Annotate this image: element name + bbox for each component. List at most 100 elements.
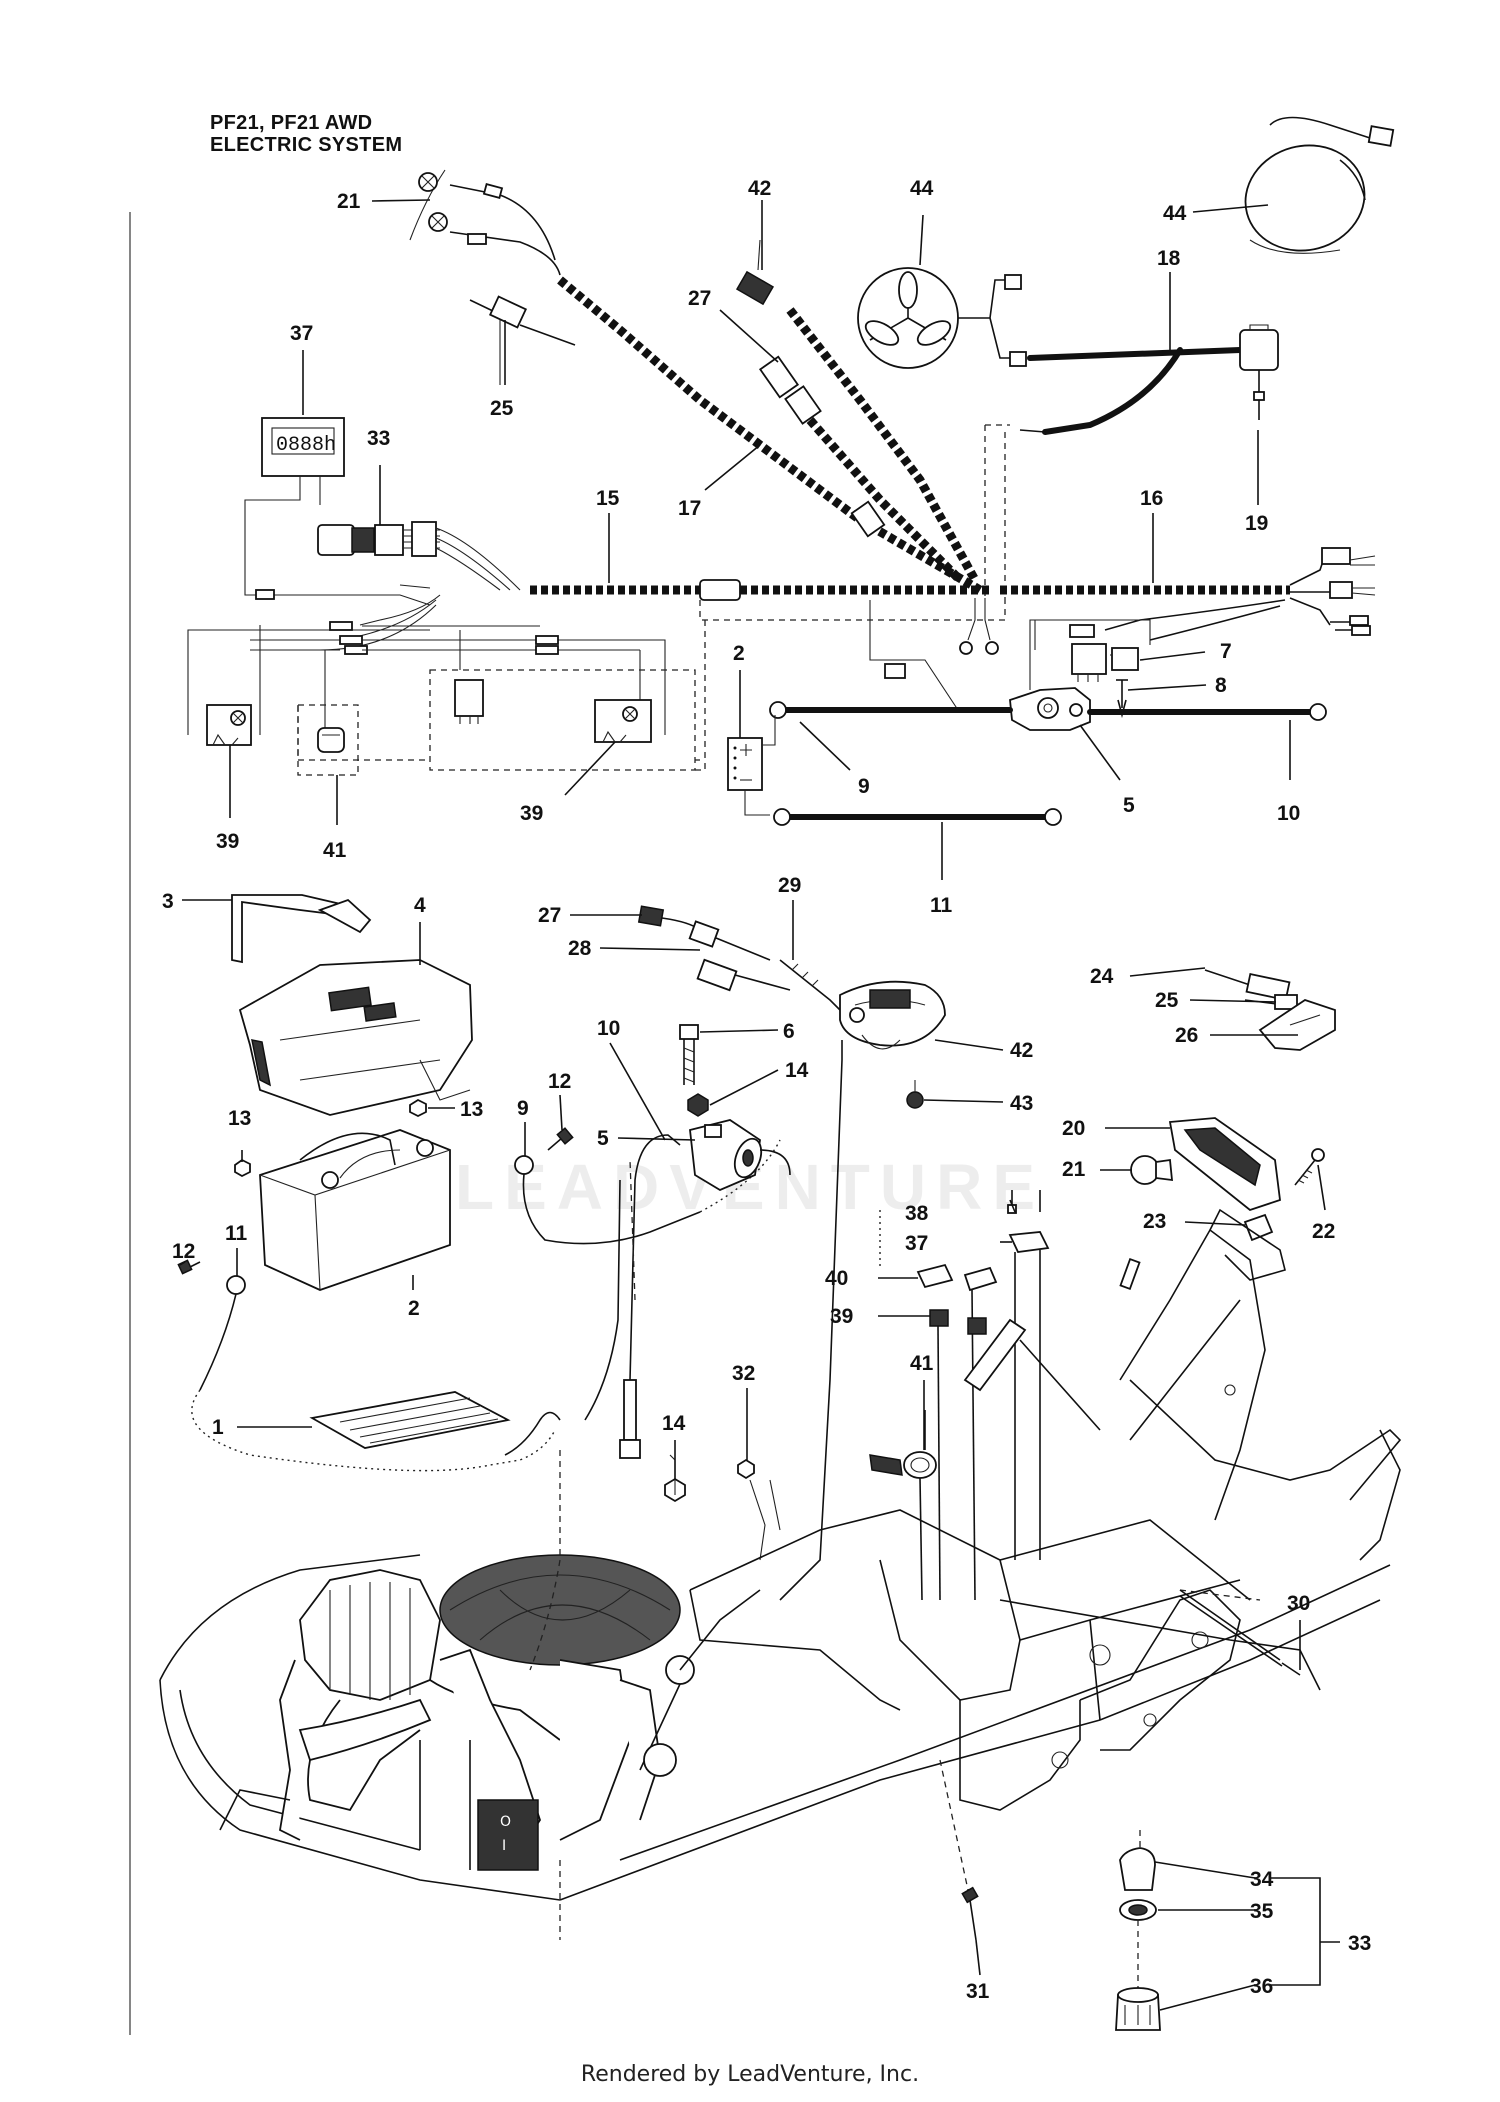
lamp-socket-21 — [409, 169, 561, 276]
title-line-2: ELECTRIC SYSTEM — [210, 134, 403, 156]
callout-41: 41 — [323, 839, 347, 862]
callout-27: 27 — [688, 287, 711, 310]
battery-strap-3 — [231, 894, 372, 964]
callout-21: 21 — [1062, 1158, 1086, 1181]
callout-18: 18 — [1157, 247, 1181, 270]
callout-16: 16 — [1140, 487, 1163, 510]
callout-33: 33 — [1348, 1932, 1371, 1955]
nut-14-upper — [687, 1093, 709, 1117]
callout-14: 14 — [785, 1059, 809, 1082]
rod-30 — [1179, 1589, 1301, 1676]
callout-35: 35 — [1250, 1900, 1274, 1923]
seat-switch-42 — [839, 980, 946, 1050]
callout-43: 43 — [1010, 1092, 1033, 1115]
screw-22 — [1294, 1148, 1325, 1186]
callout-9: 9 — [517, 1097, 529, 1120]
light-housing-20 — [1168, 1117, 1281, 1212]
callout-5: 5 — [1123, 794, 1135, 817]
callout-13: 13 — [460, 1098, 483, 1121]
switch-label-on: I — [502, 1838, 506, 1854]
callout-31: 31 — [966, 1980, 990, 2003]
hour-meter-display: 0888h — [276, 434, 336, 457]
control-rod — [963, 1318, 1027, 1392]
callout-17: 17 — [678, 497, 701, 520]
callout-14: 14 — [662, 1412, 686, 1435]
callout-11: 11 — [930, 894, 953, 917]
bolt-43 — [906, 1080, 924, 1109]
clip-23 — [1243, 1213, 1274, 1242]
bulb-21 — [1130, 1155, 1174, 1185]
cable-11 — [191, 1275, 561, 1472]
callout-6: 6 — [783, 1020, 795, 1043]
chassis-frame — [159, 1208, 1402, 1901]
battery-cover-4 — [238, 959, 473, 1116]
callout-2: 2 — [408, 1297, 420, 1320]
connector-15 — [699, 579, 741, 601]
callout-42: 42 — [748, 177, 771, 200]
callout-42: 42 — [1010, 1039, 1033, 1062]
callout-39: 39 — [830, 1305, 853, 1328]
battery-2-schematic — [727, 715, 776, 816]
callout-12: 12 — [548, 1070, 571, 1093]
callout-38: 38 — [905, 1202, 929, 1225]
callout-12: 12 — [172, 1240, 195, 1263]
harness-16-ends — [1289, 547, 1376, 636]
work-light-44-schematic — [857, 267, 1027, 369]
decal-1 — [309, 1391, 511, 1449]
callout-32: 32 — [732, 1362, 755, 1385]
callout-2: 2 — [733, 642, 745, 665]
ignition-switch-33-schematic — [317, 521, 521, 591]
callout-40: 40 — [825, 1267, 848, 1290]
bolt-12-right — [547, 1127, 574, 1151]
clip-32 — [737, 1458, 781, 1561]
callout-8: 8 — [1215, 674, 1227, 697]
solenoid-5-schematic — [869, 600, 1151, 731]
callout-37: 37 — [290, 322, 313, 345]
harness-17 — [557, 276, 983, 594]
connector-25 — [469, 295, 576, 385]
callout-19: 19 — [1245, 512, 1268, 535]
callout-10: 10 — [597, 1017, 620, 1040]
bolt-6 — [679, 1024, 699, 1085]
callout-23: 23 — [1143, 1210, 1166, 1233]
leader-lines — [179, 199, 1340, 2011]
callout-10: 10 — [1277, 802, 1300, 825]
callout-26: 26 — [1175, 1024, 1198, 1047]
footer-credit: Rendered by LeadVenture, Inc. — [580, 2062, 920, 2087]
callout-20: 20 — [1062, 1117, 1085, 1140]
socket-41 — [869, 1410, 937, 1601]
callout-22: 22 — [1312, 1220, 1335, 1243]
work-light-44 — [1244, 116, 1395, 254]
callouts: 21 25 42 27 44 44 18 19 37 33 17 15 16 7… — [162, 177, 1371, 2003]
exploded-view: O I — [159, 894, 1402, 2031]
bolt-31 — [939, 1759, 979, 1941]
callout-34: 34 — [1250, 1868, 1274, 1891]
callout-25: 25 — [1155, 989, 1179, 1012]
connector-27-top — [758, 355, 964, 584]
engine: O I — [219, 1554, 761, 1871]
switch-circuit-schematic — [187, 584, 706, 776]
ignition-parts-33 — [1115, 1830, 1161, 2031]
switch-39 — [929, 1309, 987, 1601]
callout-15: 15 — [596, 487, 620, 510]
callout-27: 27 — [538, 904, 561, 927]
callout-29: 29 — [778, 874, 801, 897]
callout-25: 25 — [490, 397, 514, 420]
callout-1: 1 — [212, 1416, 224, 1439]
callout-39: 39 — [216, 830, 239, 853]
nut-13-right — [409, 1098, 427, 1118]
callout-44: 44 — [1163, 202, 1187, 225]
callout-4: 4 — [414, 894, 426, 917]
wiring-schematic: 0888h — [187, 116, 1395, 826]
switch-40 — [916, 1263, 998, 1601]
harness-18 — [984, 324, 1279, 600]
callout-36: 36 — [1250, 1975, 1273, 1998]
nut-13-left — [234, 1158, 251, 1178]
callout-13: 13 — [228, 1107, 251, 1130]
callout-7: 7 — [1220, 640, 1232, 663]
callout-39: 39 — [520, 802, 543, 825]
callout-30: 30 — [1287, 1592, 1310, 1615]
hour-meter-37 — [1008, 1231, 1050, 1560]
cable-10 — [619, 1134, 681, 1459]
